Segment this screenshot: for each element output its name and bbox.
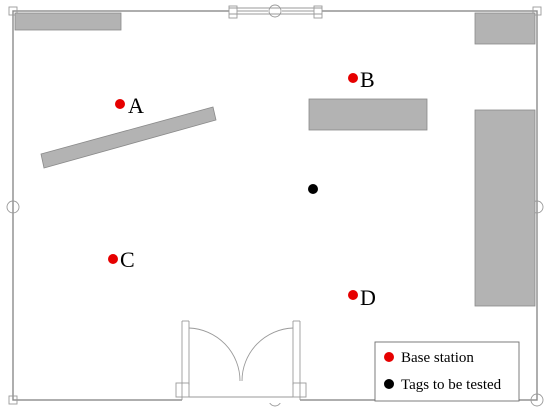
obstacle-right-tall	[474, 109, 536, 307]
base-station-b-label: B	[360, 67, 375, 92]
base-station-d-marker	[348, 290, 358, 300]
legend-base-station-label: Base station	[401, 350, 474, 366]
obstacle-slanted-bar	[40, 106, 217, 169]
corner-pillar-top-left	[8, 6, 18, 16]
base-station-b-marker	[348, 73, 358, 83]
top-pillar	[268, 4, 282, 18]
corner-pillar-top-right	[532, 6, 542, 16]
legend-box	[374, 341, 520, 402]
obstacle-top-left	[14, 12, 122, 31]
legend-base-station-icon	[384, 352, 394, 362]
base-station-d-label: D	[360, 285, 376, 310]
legend-tag-icon	[384, 379, 394, 389]
bottom-right-pillar	[530, 393, 544, 407]
base-station-c-marker	[108, 254, 118, 264]
legend: Base station Tags to be tested	[374, 341, 520, 402]
left-pillar	[6, 200, 20, 214]
top-window	[228, 5, 323, 19]
corner-pillar-bottom-left	[8, 395, 18, 405]
obstacle-top-right	[474, 12, 536, 45]
legend-tag-label: Tags to be tested	[401, 377, 502, 393]
base-station-a-marker	[115, 99, 125, 109]
double-door	[175, 320, 307, 403]
base-station-c-label: C	[120, 247, 135, 272]
obstacle-center-right	[308, 98, 428, 131]
base-station-a-label: A	[128, 93, 144, 118]
tag-marker	[308, 184, 318, 194]
